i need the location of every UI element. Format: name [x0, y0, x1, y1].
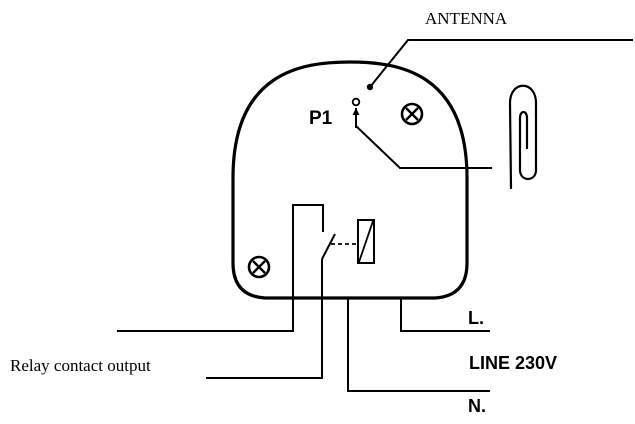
antenna-point: [366, 83, 374, 91]
relay-output-wire-upper: [117, 298, 294, 332]
relay-coil-icon: [357, 219, 375, 264]
neutral-wire: [347, 298, 490, 392]
line-l-label: L.: [468, 308, 484, 328]
relay-output-label: Relay contact output: [10, 356, 151, 375]
screw-icon: [400, 102, 424, 126]
screw-icon: [247, 255, 271, 279]
line-voltage-label: LINE 230V: [469, 353, 557, 373]
relay-output-wire-lower: [206, 259, 323, 379]
p1-arrow-head: [352, 108, 360, 115]
p1-lead-wire: [355, 125, 492, 169]
p1-terminal: [351, 97, 361, 107]
antenna-label: ANTENNA: [425, 9, 508, 28]
device-housing: [231, 60, 469, 300]
line-wire: [400, 298, 490, 332]
relay-switch-icon: [321, 233, 336, 260]
paperclip-icon: [508, 84, 538, 190]
antenna-leader-line: [369, 39, 633, 88]
relay-contact-bracket: [292, 204, 324, 298]
neutral-label: N.: [468, 396, 486, 416]
p1-label: P1: [309, 108, 333, 129]
